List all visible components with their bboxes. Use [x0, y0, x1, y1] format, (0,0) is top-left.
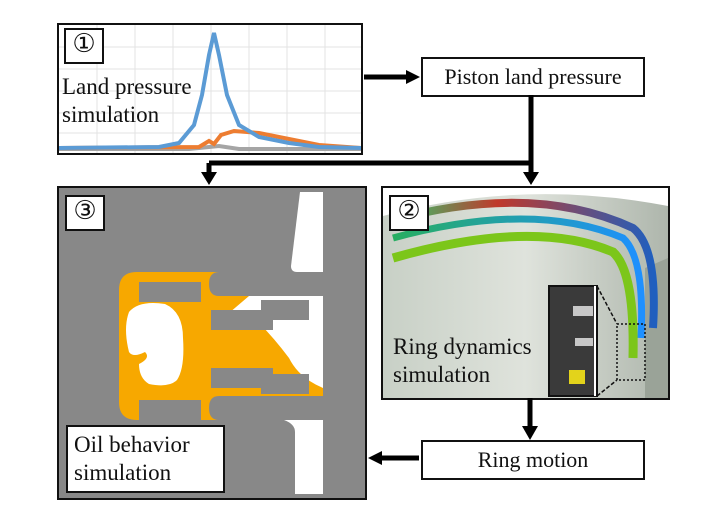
land-pressure-plot	[59, 25, 361, 153]
piston-ring-middle	[392, 215, 646, 339]
oil-behavior-label-box: Oil behavior simulation	[66, 425, 225, 493]
arrow-panel2-to-ring-head	[522, 426, 538, 440]
piston-land-bottom	[209, 396, 323, 420]
oil-behavior-label-line1: Oil behavior	[74, 432, 190, 457]
land-pressure-panel: ① Land pressure simulation	[57, 23, 363, 155]
ring-groove-mid-1	[211, 310, 273, 330]
ring-dynamics-diagram	[383, 194, 668, 398]
piston-land-pressure-box: Piston land pressure	[421, 57, 645, 97]
piston-ring-bottom	[391, 231, 638, 359]
zoom-leader-top	[596, 285, 618, 325]
air-pocket-1	[126, 303, 184, 386]
ring-dynamics-label-line2: simulation	[393, 362, 491, 387]
ring-motion-box: Ring motion	[421, 440, 645, 480]
step-2-badge: ②	[389, 195, 429, 231]
inset-ring-mid	[575, 338, 593, 346]
liner-gap-bottom	[284, 420, 323, 494]
oil-behavior-diagram	[119, 188, 365, 498]
plot-grid	[59, 25, 361, 153]
piston-land-top	[209, 272, 323, 296]
ring-groove-mid-1b	[261, 300, 309, 320]
arrow-land-to-piston-head	[406, 70, 420, 84]
oil-behavior-label-line2: simulation	[74, 460, 172, 485]
zoom-leader-bottom	[596, 379, 618, 397]
ring-groove-mid-2	[211, 368, 273, 388]
ring-groove-mid-2b	[261, 374, 309, 394]
piston-ring-top	[391, 198, 658, 329]
step-3-badge: ③	[65, 195, 105, 231]
inset-ring-top	[573, 306, 593, 316]
arrow-to-panel3-head	[201, 172, 217, 185]
series-orange-line	[59, 128, 361, 150]
zoom-region	[616, 323, 646, 381]
arrow-ring-to-panel3-head	[368, 451, 382, 465]
series-blue-line	[59, 32, 361, 150]
ring-dynamics-label-line1: Ring dynamics	[393, 334, 532, 359]
ring-groove-top	[139, 282, 201, 302]
land-pressure-label-line2: simulation	[62, 102, 160, 127]
ring-groove-bottom	[139, 400, 201, 420]
liner-wall	[323, 188, 365, 498]
ring-dynamics-panel: ② Ring dynamics simulation	[381, 186, 670, 400]
step-1-badge: ①	[64, 28, 104, 64]
oil-behavior-panel: ③ Oil behavior simulation	[57, 186, 367, 500]
liner-gap-top	[291, 192, 323, 272]
arrow-to-panel2-head	[523, 172, 539, 185]
land-pressure-label-line1: Land pressure	[62, 74, 192, 99]
inset-ring-bottom	[569, 370, 585, 384]
